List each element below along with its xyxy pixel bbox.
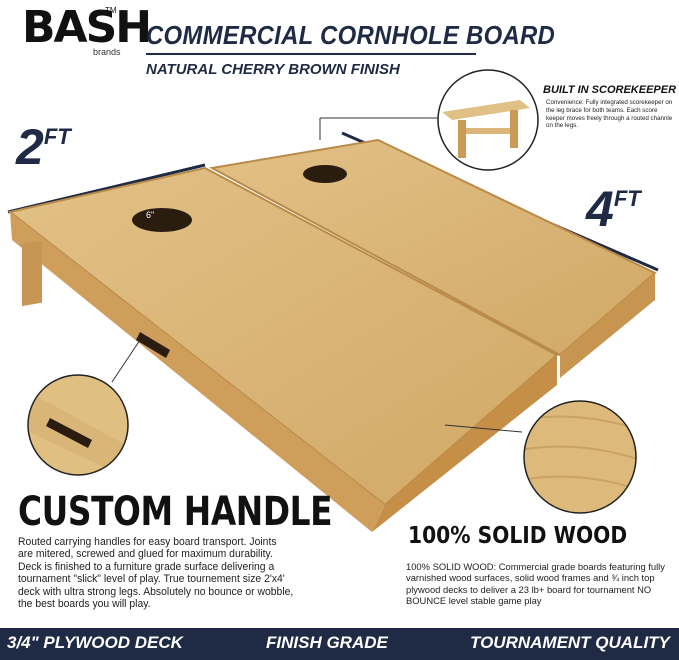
length-dimension: 4FT xyxy=(586,181,641,237)
wood-texture-inset xyxy=(523,400,637,514)
page-subtitle: NATURAL CHERRY BROWN FINISH xyxy=(146,61,400,78)
brand-logo: BASH xyxy=(22,2,152,53)
brand-trademark: TM xyxy=(105,6,117,15)
title-underline xyxy=(146,53,476,55)
front-board-hole xyxy=(132,208,192,232)
handle-description: Routed carrying handles for easy board t… xyxy=(18,536,294,610)
page-title: COMMERCIAL CORNHOLE BOARD xyxy=(146,20,556,50)
footer-finish-grade: FINISH GRADE xyxy=(266,633,388,652)
back-board xyxy=(208,138,657,378)
front-board xyxy=(7,166,559,532)
scorekeeper-title: BUILT IN SCOREKEEPER xyxy=(543,84,677,96)
scorekeeper-description: Convenience: Fully integrated scorekeepe… xyxy=(546,99,673,130)
width-dimension: 2FT xyxy=(16,119,71,175)
scorekeeper-inset xyxy=(437,69,539,171)
footer-tournament-quality: TOURNAMENT QUALITY xyxy=(470,633,670,652)
back-board-hole xyxy=(303,165,347,183)
solid-wood-description: 100% SOLID WOOD: Commercial grade boards… xyxy=(406,561,665,606)
handle-heading: CUSTOM HANDLE xyxy=(18,489,333,535)
brand-subtext: brands xyxy=(93,47,121,57)
footer-bar xyxy=(0,628,679,660)
footer-plywood-deck: 3/4" PLYWOOD DECK xyxy=(7,633,183,652)
solid-wood-heading: 100% SOLID WOOD xyxy=(408,523,628,549)
handle-inset xyxy=(27,374,129,476)
hole-size-label: 6" xyxy=(146,210,154,220)
board-handle-slot xyxy=(136,332,170,358)
